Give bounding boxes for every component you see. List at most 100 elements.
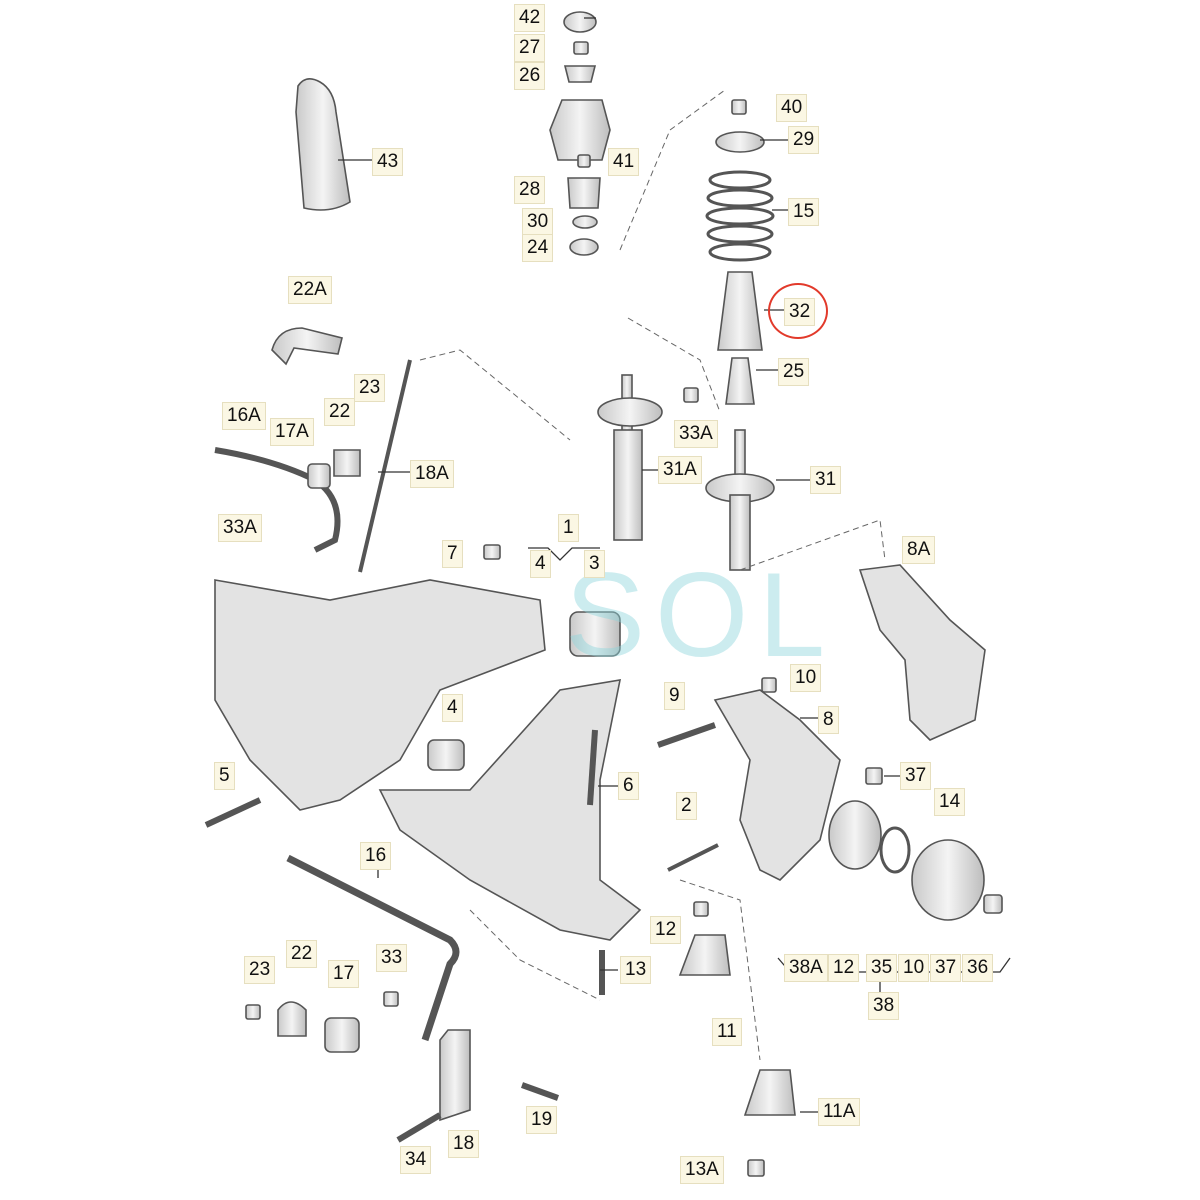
part-11-balljoint — [678, 934, 731, 976]
part-22A-bracket — [271, 327, 343, 366]
part-10-nut — [761, 677, 777, 693]
callout-33A-left[interactable]: 33A — [218, 514, 262, 542]
part-11A-balljoint — [743, 1069, 796, 1116]
part-43-sleeve — [295, 78, 351, 211]
callout-18A[interactable]: 18A — [410, 460, 454, 488]
part-2-link — [667, 843, 719, 872]
callout-9[interactable]: 9 — [664, 682, 685, 710]
callout-15[interactable]: 15 — [788, 198, 820, 226]
part-subframe — [214, 579, 546, 811]
callout-19[interactable]: 19 — [526, 1106, 558, 1134]
part-16-bar — [286, 854, 460, 1042]
callout-35[interactable]: 35 — [866, 954, 898, 982]
part-13A-nut — [747, 1159, 765, 1177]
part-18A-link — [358, 359, 412, 573]
part-31-strut — [705, 429, 775, 571]
callout-17[interactable]: 17 — [328, 960, 360, 988]
callout-28[interactable]: 28 — [514, 176, 546, 204]
callout-10-top[interactable]: 10 — [790, 664, 822, 692]
callout-37-top[interactable]: 37 — [900, 762, 932, 790]
part-23-bolt — [245, 1004, 261, 1020]
part-22-clamp — [277, 1001, 307, 1037]
part-15-spring — [705, 170, 775, 262]
callout-14[interactable]: 14 — [934, 788, 966, 816]
part-25-bumper — [725, 357, 755, 405]
part-32-boot — [717, 271, 763, 351]
callout-1[interactable]: 1 — [558, 514, 579, 542]
callout-26[interactable]: 26 — [514, 62, 546, 90]
callout-22A[interactable]: 22A — [288, 276, 332, 304]
callout-22-bottom[interactable]: 22 — [286, 940, 318, 968]
callout-3[interactable]: 3 — [584, 550, 605, 578]
callout-23-top[interactable]: 23 — [354, 374, 386, 402]
part-29-seat — [715, 131, 765, 153]
part-36-nut — [983, 894, 1003, 914]
callout-16[interactable]: 16 — [360, 842, 392, 870]
part-4-bushing — [427, 739, 465, 771]
callout-13A[interactable]: 13A — [680, 1156, 724, 1184]
callout-18[interactable]: 18 — [448, 1130, 480, 1158]
callout-17A[interactable]: 17A — [270, 418, 314, 446]
callout-31[interactable]: 31 — [810, 466, 842, 494]
part-18-link — [439, 1029, 471, 1122]
callout-8[interactable]: 8 — [818, 706, 839, 734]
part-22-clamp-top — [333, 449, 361, 477]
callout-33A-top[interactable]: 33A — [674, 420, 718, 448]
part-34-bolt — [396, 1112, 442, 1143]
part-31A-strut — [597, 374, 663, 541]
callout-33[interactable]: 33 — [376, 944, 408, 972]
part-7-nut — [483, 544, 501, 560]
callout-42[interactable]: 42 — [514, 4, 546, 32]
part-8-knuckle — [713, 689, 841, 881]
callout-31A[interactable]: 31A — [658, 456, 702, 484]
part-30-washer — [572, 215, 598, 229]
callout-4-mid[interactable]: 4 — [442, 694, 463, 722]
part-28-bushing — [567, 177, 601, 209]
callout-4-top[interactable]: 4 — [530, 550, 551, 578]
part-27-nut — [573, 41, 589, 55]
part-33A-nut-top — [683, 387, 699, 403]
callout-36[interactable]: 36 — [962, 954, 994, 982]
part-24-washer — [569, 238, 599, 256]
callout-8A[interactable]: 8A — [902, 536, 936, 564]
callout-37-group[interactable]: 37 — [930, 954, 962, 982]
callout-25[interactable]: 25 — [778, 358, 810, 386]
part-19-bolt — [520, 1082, 560, 1101]
callout-12-mid[interactable]: 12 — [650, 916, 682, 944]
callout-30[interactable]: 30 — [522, 208, 554, 236]
callout-40[interactable]: 40 — [776, 94, 808, 122]
callout-24[interactable]: 24 — [522, 234, 554, 262]
callout-22-top[interactable]: 22 — [324, 398, 356, 426]
leader-lines — [338, 17, 1011, 1113]
callout-34[interactable]: 34 — [400, 1146, 432, 1174]
part-41-nut — [577, 154, 591, 168]
callout-43[interactable]: 43 — [372, 148, 404, 176]
callout-38A[interactable]: 38A — [784, 954, 828, 982]
callout-32[interactable]: 32 — [784, 298, 816, 326]
callout-13[interactable]: 13 — [620, 956, 652, 984]
part-38A-bearing — [828, 800, 882, 870]
part-mount-upper — [549, 99, 611, 161]
part-26-bushing — [563, 65, 597, 83]
part-9-bolt — [657, 722, 716, 748]
part-3-bushing — [569, 611, 621, 657]
callout-23-bottom[interactable]: 23 — [244, 956, 276, 984]
part-33-nut — [383, 991, 399, 1007]
callout-27[interactable]: 27 — [514, 34, 546, 62]
callout-29[interactable]: 29 — [788, 126, 820, 154]
callout-38[interactable]: 38 — [868, 992, 900, 1020]
callout-5[interactable]: 5 — [214, 762, 235, 790]
callout-11[interactable]: 11 — [712, 1018, 742, 1046]
callout-10-group[interactable]: 10 — [898, 954, 930, 982]
callout-7[interactable]: 7 — [442, 540, 463, 568]
part-6-bolt — [587, 729, 598, 806]
callout-12-group[interactable]: 12 — [828, 954, 860, 982]
callout-11A[interactable]: 11A — [818, 1098, 861, 1126]
callout-6[interactable]: 6 — [618, 772, 639, 800]
part-5-bolt — [204, 797, 262, 828]
part-42-cap — [563, 11, 597, 33]
part-8A-knuckle — [858, 564, 986, 741]
callout-41[interactable]: 41 — [608, 148, 640, 176]
callout-16A[interactable]: 16A — [222, 402, 266, 430]
callout-2[interactable]: 2 — [676, 792, 697, 820]
